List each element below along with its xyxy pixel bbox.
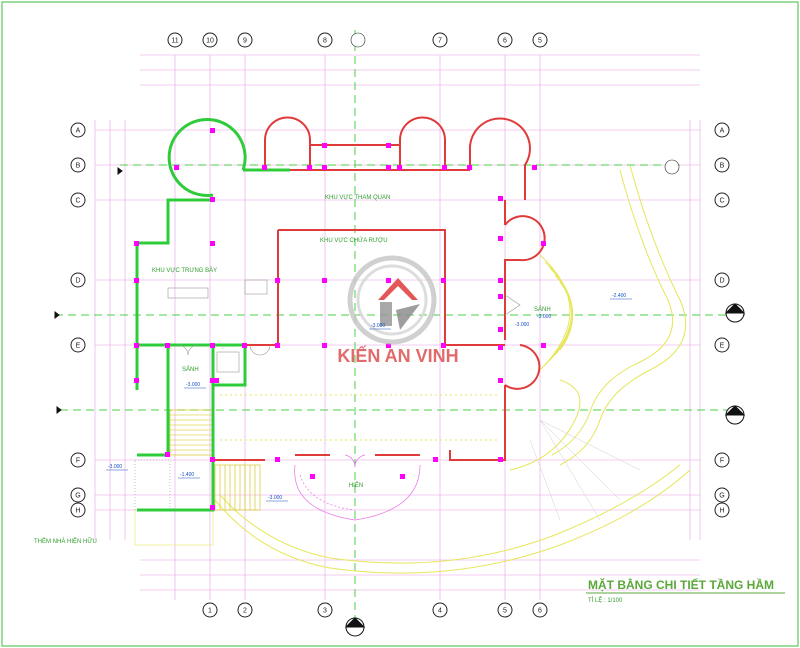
grid-bubble-bottom-label: 2: [243, 607, 247, 614]
grid-bubble-left-label: A: [76, 127, 81, 134]
grid-bubble-top-label: 9: [243, 37, 247, 44]
grid-bubble-bottom-label: 5: [503, 607, 507, 614]
grid-bubble-right-circle: [714, 502, 730, 518]
level-marker: -3.000: [268, 495, 282, 501]
room-label-wine: KHU VỰC CHỨA RƯỢU: [320, 237, 388, 244]
grid-bubble-bottom-circle: [237, 602, 253, 618]
grid-bubble-top-circle: [532, 32, 548, 48]
grid-bubble-top-label: 8: [323, 37, 327, 44]
grid-bubble-right-circle: [714, 337, 730, 353]
grid-bubble-left-label: D: [75, 277, 80, 284]
grid-bubble-left-circle: [70, 157, 86, 173]
grid-bubble-bottom-circle: [532, 602, 548, 618]
grid-bubble-left-circle: [70, 502, 86, 518]
grid-bubble-left-circle: [70, 192, 86, 208]
grid-bubble-top-circle: [202, 32, 218, 48]
landscape-outline: [214, 164, 691, 574]
watermark-text: KIẾN AN VINH: [337, 345, 458, 366]
level-marker: -3.000: [515, 322, 529, 328]
grid-bubble-right-label: F: [720, 457, 724, 464]
grid-bubble-top-circle: [497, 32, 513, 48]
grid-bubble-bottom-circle: [432, 602, 448, 618]
grid-bubble-top-circle: [317, 32, 333, 48]
sheet-scale: TỈ LỆ : 1/100: [588, 596, 623, 604]
level-marker: -3.000: [371, 323, 385, 329]
grid-bubble-bottom-label: 1: [208, 607, 212, 614]
sheet-title: MẶT BẰNG CHI TIẾT TẦNG HẦM: [588, 577, 774, 592]
grid-bubble-top-circle: [167, 32, 183, 48]
grid-bubble-top-label: 5: [538, 37, 542, 44]
red-walls: [213, 116, 546, 461]
grid-bubble-left-label: E: [76, 342, 81, 349]
grid-bubble-left-circle: [70, 122, 86, 138]
room-label-lobby-right: SẢNH: [534, 306, 551, 313]
grid-bubble-top-circle: [432, 32, 448, 48]
grid-bubble-right-circle: [714, 452, 730, 468]
grid-bubble-top-label: 11: [171, 37, 178, 44]
level-marker: -2.400: [612, 293, 626, 299]
grid-bubble-right-label: H: [719, 507, 724, 514]
grid-bubble-right-label: D: [719, 277, 724, 284]
level-underlines: [106, 298, 632, 502]
grid-bubble-bottom-label: 3: [323, 607, 327, 614]
grid-bubble-right-circle: [714, 122, 730, 138]
grid-bubble-right-label: G: [719, 492, 724, 499]
grid-bubble-top-label: 6: [503, 37, 507, 44]
grid-bubble-bottom-label: 4: [438, 607, 442, 614]
grid-bubble-right-circle: [714, 272, 730, 288]
grid-bubble-right-circle: [714, 157, 730, 173]
watermark-logo: [347, 255, 437, 345]
grid-bubble-left-label: H: [75, 507, 80, 514]
grid-bubble-right-label: B: [720, 162, 725, 169]
grid-bubble-left-label: G: [75, 492, 80, 499]
room-label-visit: KHU VỰC THAM QUAN: [325, 195, 390, 201]
level-marker: -3.000: [537, 314, 551, 320]
grid-bubble-bottom-circle: [317, 602, 333, 618]
room-label-exhibition: KHU VỰC TRƯNG BÀY: [152, 267, 217, 274]
grid-bubble-left-label: C: [75, 197, 80, 204]
level-marker: -3.000: [186, 382, 200, 388]
grid-bubble-left-label: B: [76, 162, 81, 169]
grid-bubble-top-label: 7: [438, 37, 442, 44]
grid-bubble-right-circle: [714, 192, 730, 208]
grid-bubble-left-label: F: [76, 457, 80, 464]
room-label-existing: THỀM NHÀ HIỆN HỮU: [34, 537, 97, 545]
grid-bubble-right-label: C: [719, 197, 724, 204]
grid-bubble-right-circle: [714, 487, 730, 503]
grid-bubble-top-label: 10: [206, 37, 214, 44]
section-marker-icon: [54, 167, 746, 637]
columns: [134, 128, 546, 510]
level-marker: -1.400: [180, 472, 194, 478]
level-marker: -3.000: [108, 464, 122, 470]
structural-grid: [94, 54, 701, 600]
grid-bubble-left-circle: [70, 337, 86, 353]
grid-bubble-right-label: E: [720, 342, 725, 349]
doors-furniture: [167, 279, 521, 373]
grid-marker-icon: [350, 32, 680, 175]
grid-bubble-left-circle: [70, 487, 86, 503]
room-label-bottom: HIÊN: [349, 481, 363, 489]
room-label-lobby-left: SẢNH: [182, 366, 199, 373]
grid-bubble-top-circle: [237, 32, 253, 48]
grid-bubble-left-circle: [70, 452, 86, 468]
grid-bubble-bottom-circle: [202, 602, 218, 618]
grid-bubble-left-circle: [70, 272, 86, 288]
grid-bubble-right-label: A: [720, 127, 725, 134]
grid-bubble-bottom-circle: [497, 602, 513, 618]
stairs: [134, 409, 261, 546]
grid-bubble-bottom-label: 6: [538, 607, 542, 614]
radial-lines: [529, 419, 641, 521]
entrance-arcs: [294, 454, 421, 521]
